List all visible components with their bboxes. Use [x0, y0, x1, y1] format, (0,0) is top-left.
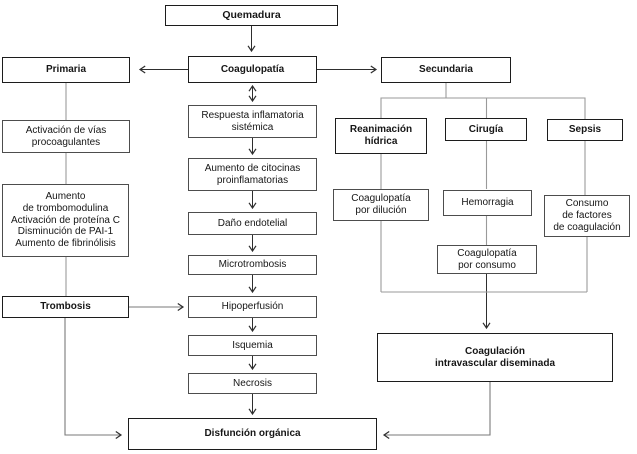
node-efectos-primaria: Aumento de trombomodulina Activación de …	[2, 184, 129, 257]
edge-cid-disfuncion	[382, 382, 491, 439]
node-necrosis: Necrosis	[188, 373, 317, 394]
edge-merge-lines	[380, 221, 588, 293]
node-hemorragia: Hemorragia	[443, 190, 532, 216]
node-isquemia: Isquemia	[188, 335, 317, 356]
node-trombosis: Trombosis	[2, 296, 129, 318]
node-reanimacion-hidrica: Reanimación hídrica	[335, 118, 427, 154]
node-activacion-vias: Activación de vías procoagulantes	[2, 120, 130, 153]
node-disfuncion-organica: Disfunción orgánica	[128, 418, 377, 450]
node-cid: Coagulación intravascular diseminada	[377, 333, 613, 382]
node-coagulopatia-consumo: Coagulopatía por consumo	[437, 245, 537, 274]
node-dano-endotelial: Daño endotelial	[188, 212, 317, 235]
node-hipoperfusion: Hipoperfusión	[188, 296, 317, 318]
node-sepsis: Sepsis	[547, 119, 623, 141]
node-coagulopatia: Coagulopatía	[188, 56, 317, 83]
edge-secundaria-branches	[380, 83, 586, 119]
node-citocinas: Aumento de citocinas proinflamatorias	[188, 158, 317, 191]
node-quemadura: Quemadura	[165, 5, 338, 26]
node-respuesta-inflamatoria: Respuesta inflamatoria sistémica	[188, 105, 317, 138]
node-coagulopatia-dilucion: Coagulopatía por dilución	[333, 189, 429, 221]
node-consumo-factores: Consumo de factores de coagulación	[544, 195, 630, 237]
node-microtrombosis: Microtrombosis	[188, 255, 317, 275]
node-cirugia: Cirugía	[445, 118, 527, 141]
edge-trombosis-disfuncion	[64, 318, 123, 439]
node-primaria: Primaria	[2, 57, 130, 83]
node-secundaria: Secundaria	[381, 57, 511, 83]
